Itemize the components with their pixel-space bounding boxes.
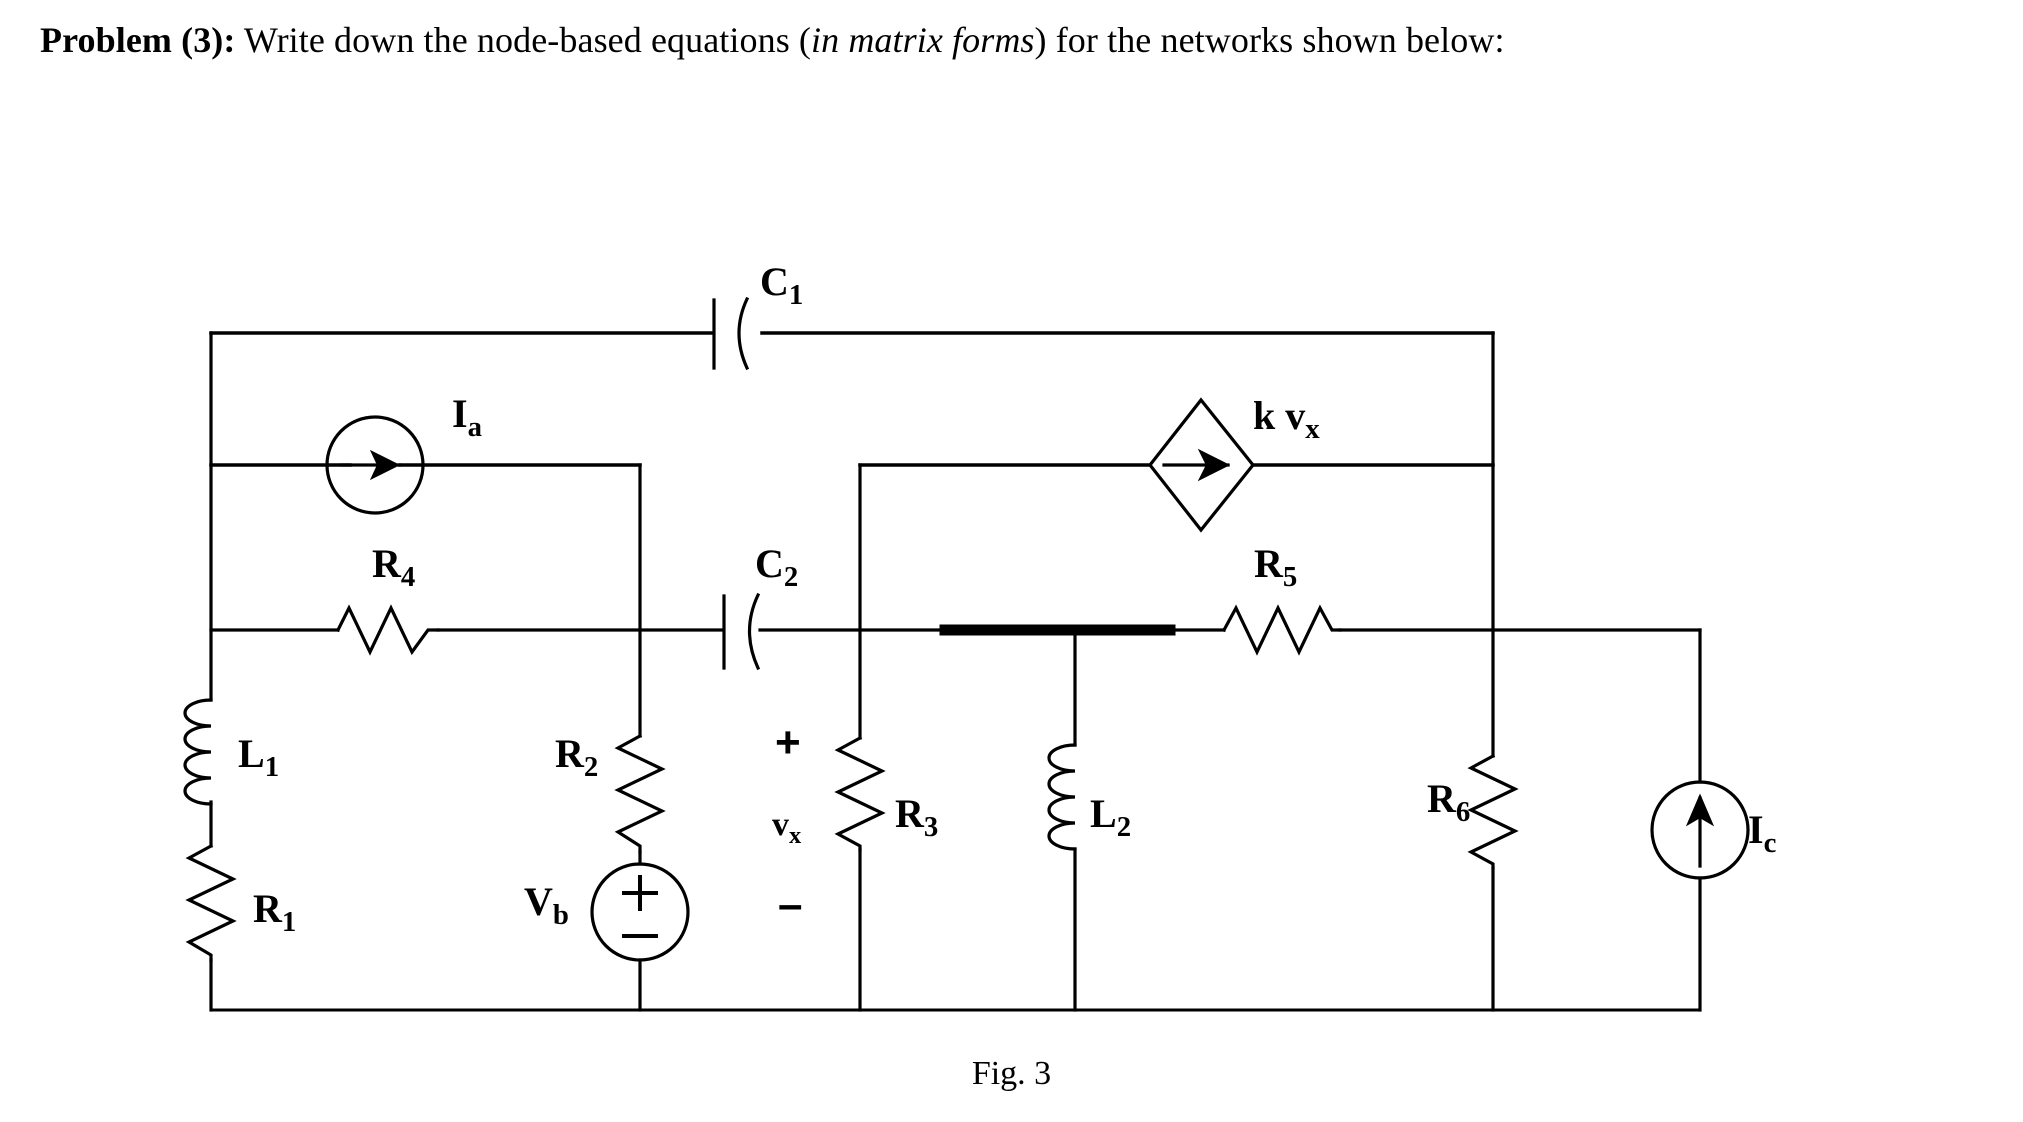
Ic-arrow-head-icon bbox=[1685, 793, 1715, 827]
label-R2: R4 bbox=[372, 541, 416, 593]
label-kvx: k vx bbox=[1253, 393, 1320, 445]
R3-resistor-icon bbox=[614, 733, 666, 854]
label-C2: C2 bbox=[755, 541, 799, 593]
kvx-arrow-head-icon bbox=[1197, 448, 1231, 482]
L2-inductor-icon bbox=[1047, 743, 1077, 851]
Vb-polarity-icon bbox=[622, 875, 658, 938]
label-R5: R5 bbox=[1254, 541, 1298, 593]
problem-emphasis: in matrix forms bbox=[811, 20, 1035, 60]
kvx-dependent-source-icon bbox=[1147, 397, 1256, 533]
label-Vb: Vb bbox=[524, 879, 569, 931]
page-title: Problem (3): Write down the node-based e… bbox=[40, 18, 2000, 63]
R6-resistor-icon bbox=[1467, 753, 1519, 870]
label-R1: R1 bbox=[253, 886, 297, 938]
R4-resistor-icon bbox=[834, 735, 886, 852]
R5-resistor-icon bbox=[1221, 604, 1342, 656]
label-R4: R3 bbox=[895, 791, 939, 843]
C2-capacitor-icon bbox=[722, 592, 761, 671]
label-vx-minus: – bbox=[778, 880, 803, 929]
problem-text-after: ) for the networks shown below: bbox=[1034, 20, 1505, 60]
label-R3: R2 bbox=[555, 731, 599, 783]
label-L1: L1 bbox=[238, 731, 280, 783]
label-L2: L2 bbox=[1090, 791, 1132, 843]
label-R6: R6 bbox=[1427, 776, 1471, 828]
figure-caption: Fig. 3 bbox=[971, 1055, 1052, 1092]
Ia-arrow-head-icon bbox=[369, 449, 401, 481]
label-Ia: Ia bbox=[452, 391, 482, 443]
label-C1: C1 bbox=[760, 259, 804, 311]
R1-resistor-icon bbox=[185, 843, 237, 962]
R2-resistor-icon bbox=[335, 604, 440, 656]
L1-inductor-icon bbox=[183, 698, 213, 806]
problem-number-label: Problem (3): bbox=[40, 20, 236, 60]
C1-capacitor-icon bbox=[712, 296, 750, 371]
Vb-voltage-source-icon bbox=[590, 862, 690, 962]
problem-text-before: Write down the node-based equations ( bbox=[235, 20, 812, 60]
label-Ic: Ic bbox=[1748, 807, 1777, 859]
label-vx-plus: + bbox=[775, 718, 801, 767]
label-vx: vx bbox=[772, 806, 802, 849]
